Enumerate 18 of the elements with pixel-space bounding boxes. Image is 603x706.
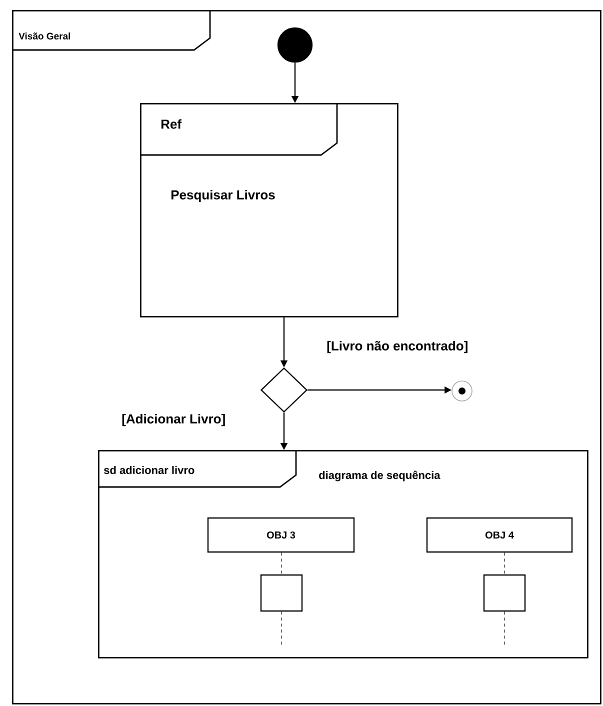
frame: [140, 103, 398, 318]
guard-label: [Livro não encontrado]: [326, 340, 470, 354]
object-box: OBJ 4: [426, 517, 573, 553]
lifeline: [281, 552, 282, 575]
frame-title: Visão Geral: [18, 32, 70, 40]
frame-title: Ref: [161, 119, 182, 129]
initial-node: [277, 27, 313, 63]
final-node: [452, 380, 472, 402]
object-box: OBJ 3: [207, 517, 355, 553]
activation-box: [483, 574, 526, 612]
guard-label: [Adicionar Livro]: [120, 412, 227, 428]
frame: [12, 10, 602, 704]
activation-box: [260, 574, 303, 612]
lifeline: [504, 552, 505, 575]
activity-name: Pesquisar Livros: [171, 190, 275, 202]
frame-subtitle: diagrama de sequência: [319, 470, 440, 482]
frame: [98, 450, 588, 658]
frame-title: sd adicionar livro: [104, 466, 194, 474]
